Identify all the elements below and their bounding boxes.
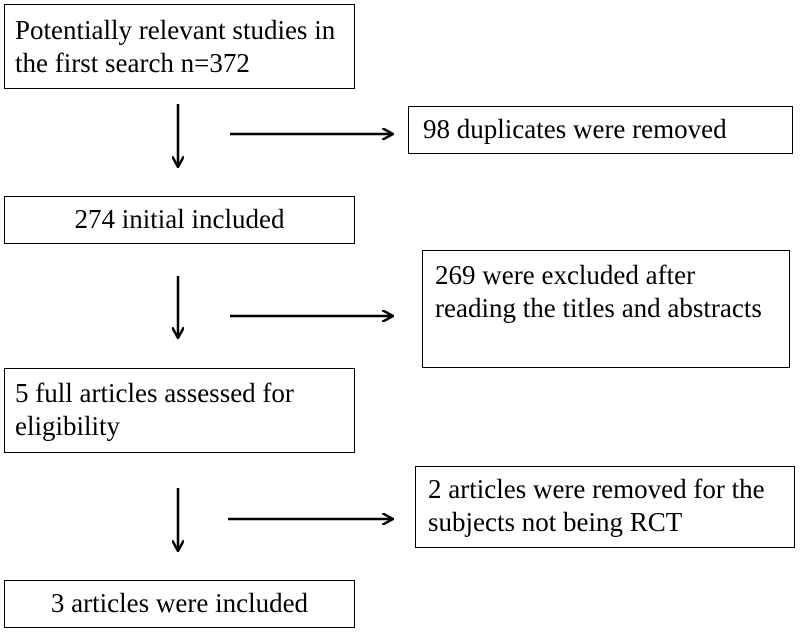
excluded-titles-box: 269 were excluded after reading the titl… xyxy=(422,250,790,368)
initial-included-text: 274 initial included xyxy=(74,204,285,234)
duplicates-removed-text: 98 duplicates were removed xyxy=(423,114,727,144)
first-search-box: Potentially relevant studies in the firs… xyxy=(4,4,355,89)
included-final-text: 3 articles were included xyxy=(50,588,309,618)
duplicates-removed-box: 98 duplicates were removed xyxy=(408,106,793,154)
full-articles-text: 5 full articles assessed for eligibility xyxy=(15,378,294,441)
full-articles-box: 5 full articles assessed for eligibility xyxy=(4,368,355,453)
excluded-titles-text: 269 were excluded after reading the titl… xyxy=(435,260,762,323)
removed-rct-box: 2 articles were removed for the subjects… xyxy=(415,466,795,548)
first-search-text: Potentially relevant studies in the firs… xyxy=(15,15,336,78)
removed-rct-text: 2 articles were removed for the subjects… xyxy=(428,474,765,537)
initial-included-box: 274 initial included xyxy=(4,196,355,244)
included-final-box: 3 articles were included xyxy=(4,580,355,628)
